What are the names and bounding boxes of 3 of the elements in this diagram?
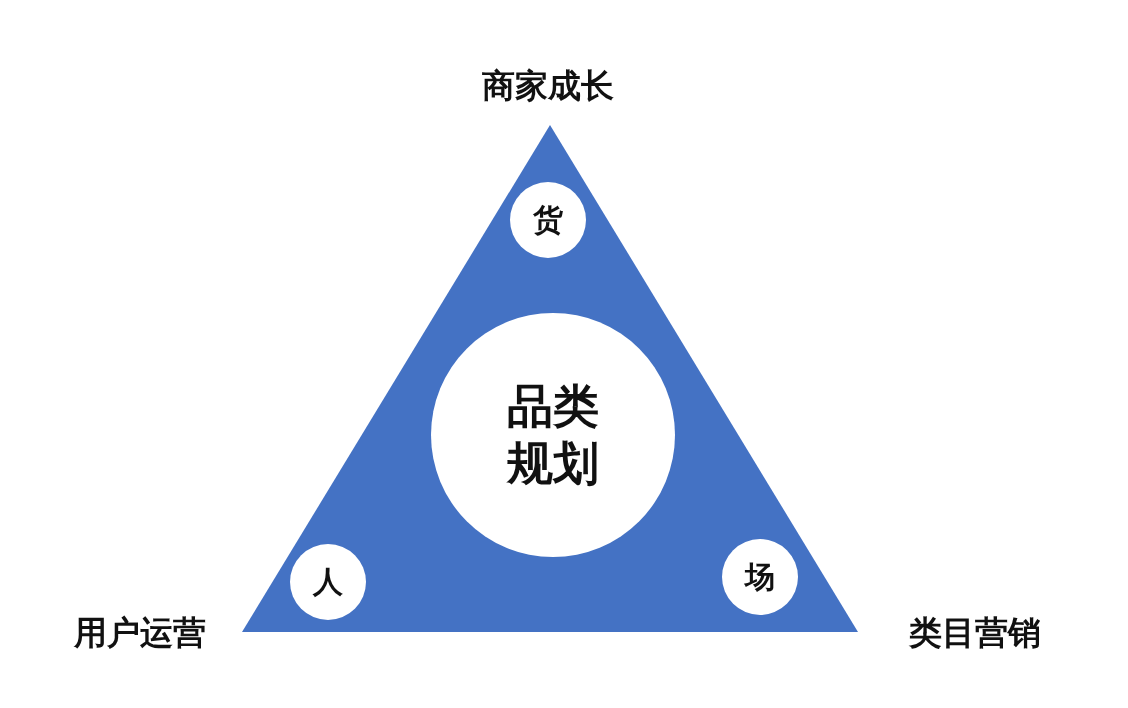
corner-label: 类目营销	[909, 611, 1041, 654]
corner-label: 商家成长	[482, 64, 614, 107]
corner-label: 用户运营	[74, 611, 206, 654]
